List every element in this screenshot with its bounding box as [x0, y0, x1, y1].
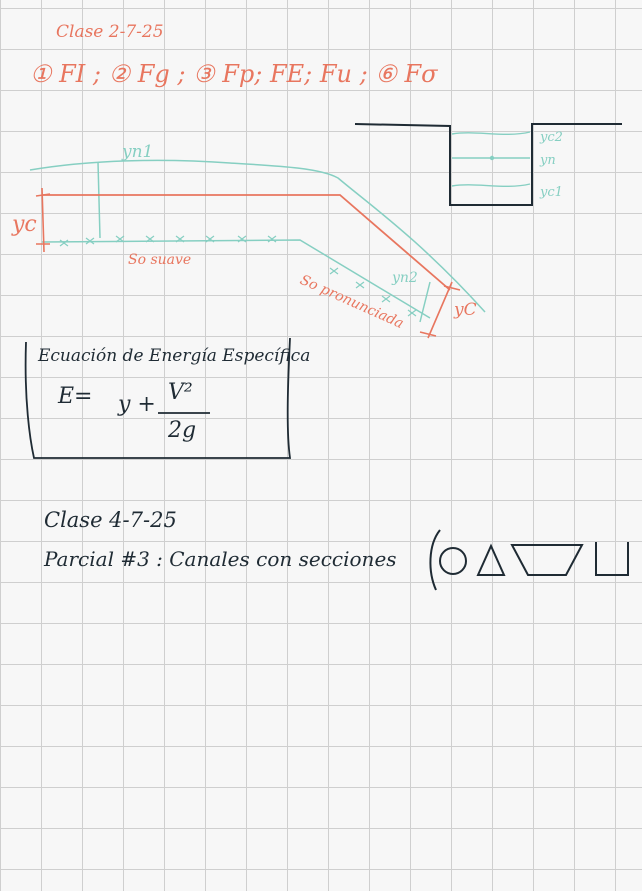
yn2-depth-line [419, 281, 431, 323]
note-date-1: Clase 2-7-25 [56, 22, 164, 42]
label-section-yc1: yc1 [540, 185, 563, 200]
label-yn2: yn2 [392, 270, 418, 286]
note-date-2: Clase 4-7-25 [44, 508, 177, 532]
critical-depth-line [42, 194, 451, 291]
section-yc2-line [451, 131, 531, 135]
forces-list: ① FI ; ② Fg ; ③ Fp; FE; Fu ; ⑥ Fσ [30, 60, 438, 88]
label-yc-right: yC [454, 300, 477, 320]
bed-hatch-marks [59, 235, 417, 317]
circle-section-shape [439, 547, 467, 575]
equation-y-term: y + [118, 392, 156, 417]
section-yc1-line [451, 183, 531, 187]
paren-shape [429, 529, 441, 591]
water-surface-line [29, 159, 486, 313]
yc-left-bracket [35, 187, 51, 253]
equation-denominator: 2g [168, 418, 197, 443]
yn1-depth-line [97, 161, 101, 239]
equation-numerator: V² [168, 380, 193, 405]
yc-right-bracket [419, 281, 461, 339]
rectangle-section-shape [595, 542, 629, 576]
label-yn1: yn1 [122, 142, 154, 162]
trapezoid-section-shape [510, 544, 584, 576]
section-shapes [429, 529, 629, 591]
equation-title: Ecuación de Energía Específica [38, 346, 311, 366]
parcial-line: Parcial #3 : Canales con secciones [44, 547, 397, 571]
channel-bed-line [41, 239, 431, 319]
label-so-suave: So suave [128, 252, 192, 268]
equation-box-outline [24, 337, 292, 459]
cross-section-outline [354, 123, 622, 206]
equation-lhs: E= [58, 384, 93, 409]
triangle-section-shape [476, 543, 506, 576]
label-yc-left: yc [12, 212, 37, 237]
label-section-yc2: yc2 [540, 130, 563, 145]
label-section-yn: yn [540, 153, 556, 168]
section-dot [489, 155, 495, 161]
